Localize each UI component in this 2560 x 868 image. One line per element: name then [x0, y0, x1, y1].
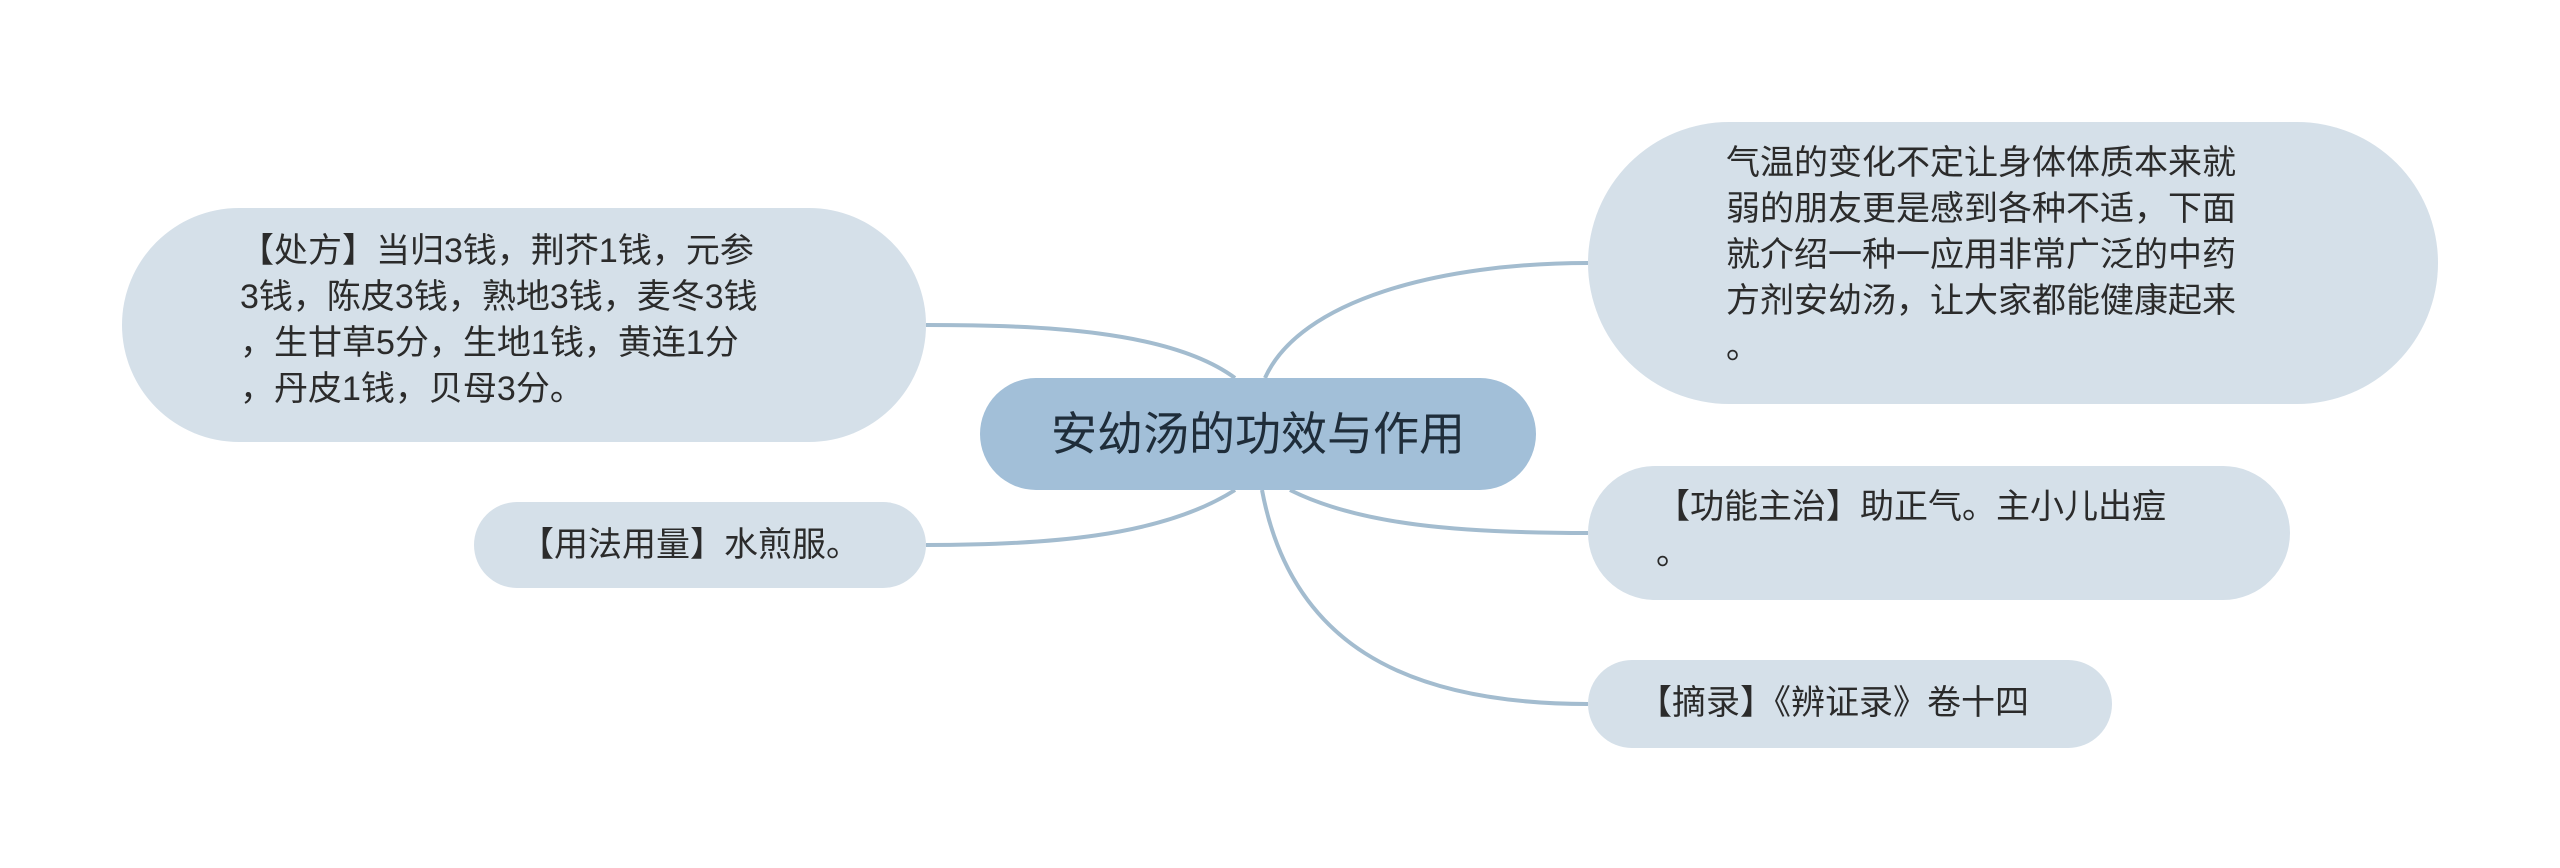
branch-node-intro[interactable]: 气温的变化不定让身体体质本来就 弱的朋友更是感到各种不适，下面 就介绍一种一应用…: [1588, 122, 2438, 404]
central-topic-node[interactable]: 安幼汤的功效与作用: [980, 378, 1536, 490]
branch-node-source[interactable]: 【摘录】《辨证录》卷十四: [1588, 660, 2112, 748]
connector-source: [1260, 489, 1589, 706]
branch-node-usage[interactable]: 【用法用量】水煎服。: [474, 502, 926, 588]
connector-usage: [925, 488, 1237, 547]
branch-node-function[interactable]: 【功能主治】助正气。主小儿出痘 。: [1588, 466, 2290, 600]
connector-intro: [1263, 261, 1589, 379]
connector-function: [1289, 488, 1589, 535]
branch-node-prescription[interactable]: 【处方】当归3钱，荆芥1钱，元参 3钱，陈皮3钱，熟地3钱，麦冬3钱 ，生甘草5…: [122, 208, 926, 442]
connector-prescription: [925, 323, 1237, 380]
